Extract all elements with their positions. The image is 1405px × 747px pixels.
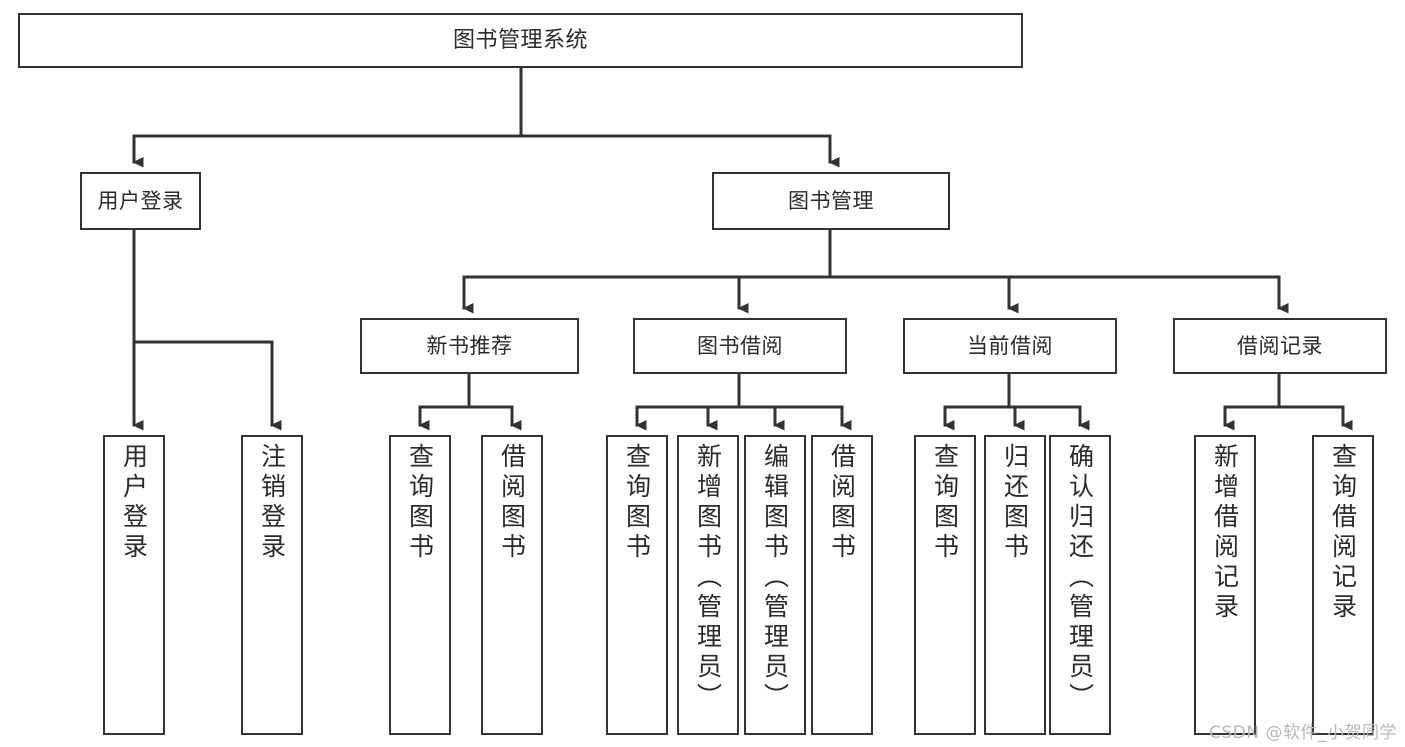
leaf-label: 查询图书 xyxy=(405,443,435,563)
node-borrow-record[interactable]: 借阅记录 xyxy=(1173,318,1387,374)
connector-group-new-book-leaves xyxy=(418,372,522,431)
node-current-borrow[interactable]: 当前借阅 xyxy=(903,318,1117,374)
leaf-label: 借阅图书 xyxy=(827,443,857,563)
node-leaf-query-book-1[interactable]: 查询图书 xyxy=(389,435,451,735)
node-book-manage[interactable]: 图书管理 xyxy=(712,172,950,230)
connector-group-root xyxy=(132,66,840,168)
node-leaf-add-book[interactable]: 新增图书（管理员） xyxy=(677,435,739,735)
leaf-label: 用户登录 xyxy=(119,443,149,563)
node-new-book-recommend[interactable]: 新书推荐 xyxy=(360,318,579,374)
node-leaf-confirm-return[interactable]: 确认归还（管理员） xyxy=(1049,435,1111,735)
leaf-label: 查询借阅记录 xyxy=(1328,443,1358,623)
leaf-label: 新增图书（管理员） xyxy=(693,443,723,713)
node-leaf-query-book-2[interactable]: 查询图书 xyxy=(606,435,668,735)
leaf-label: 借阅图书 xyxy=(497,443,527,563)
connector-group-book-manage xyxy=(462,228,1289,314)
leaf-label: 归还图书 xyxy=(1000,443,1030,563)
node-leaf-add-record[interactable]: 新增借阅记录 xyxy=(1194,435,1256,735)
node-leaf-user-login[interactable]: 用户登录 xyxy=(103,435,165,735)
connector-group-borrow-record-leaves xyxy=(1223,372,1353,431)
node-leaf-borrow-book-2[interactable]: 借阅图书 xyxy=(811,435,873,735)
connector-group-book-borrow-leaves xyxy=(635,372,852,431)
node-leaf-query-record[interactable]: 查询借阅记录 xyxy=(1312,435,1374,735)
node-leaf-return-book[interactable]: 归还图书 xyxy=(984,435,1046,735)
node-book-borrow[interactable]: 图书借阅 xyxy=(633,318,847,374)
leaf-label: 确认归还（管理员） xyxy=(1065,443,1095,713)
leaf-label: 查询图书 xyxy=(930,443,960,563)
leaf-label: 新增借阅记录 xyxy=(1210,443,1240,623)
connector-group-user-login-leaves xyxy=(132,228,282,431)
node-leaf-logout[interactable]: 注销登录 xyxy=(241,435,303,735)
leaf-label: 查询图书 xyxy=(622,443,652,563)
connector-group-current-borrow-leaves xyxy=(943,372,1090,431)
node-root-system[interactable]: 图书管理系统 xyxy=(18,13,1023,68)
node-leaf-query-book-3[interactable]: 查询图书 xyxy=(914,435,976,735)
node-user-login[interactable]: 用户登录 xyxy=(80,172,201,230)
leaf-label: 编辑图书（管理员） xyxy=(760,443,790,713)
node-leaf-borrow-book-1[interactable]: 借阅图书 xyxy=(481,435,543,735)
leaf-label: 注销登录 xyxy=(257,443,287,563)
node-leaf-edit-book[interactable]: 编辑图书（管理员） xyxy=(744,435,806,735)
